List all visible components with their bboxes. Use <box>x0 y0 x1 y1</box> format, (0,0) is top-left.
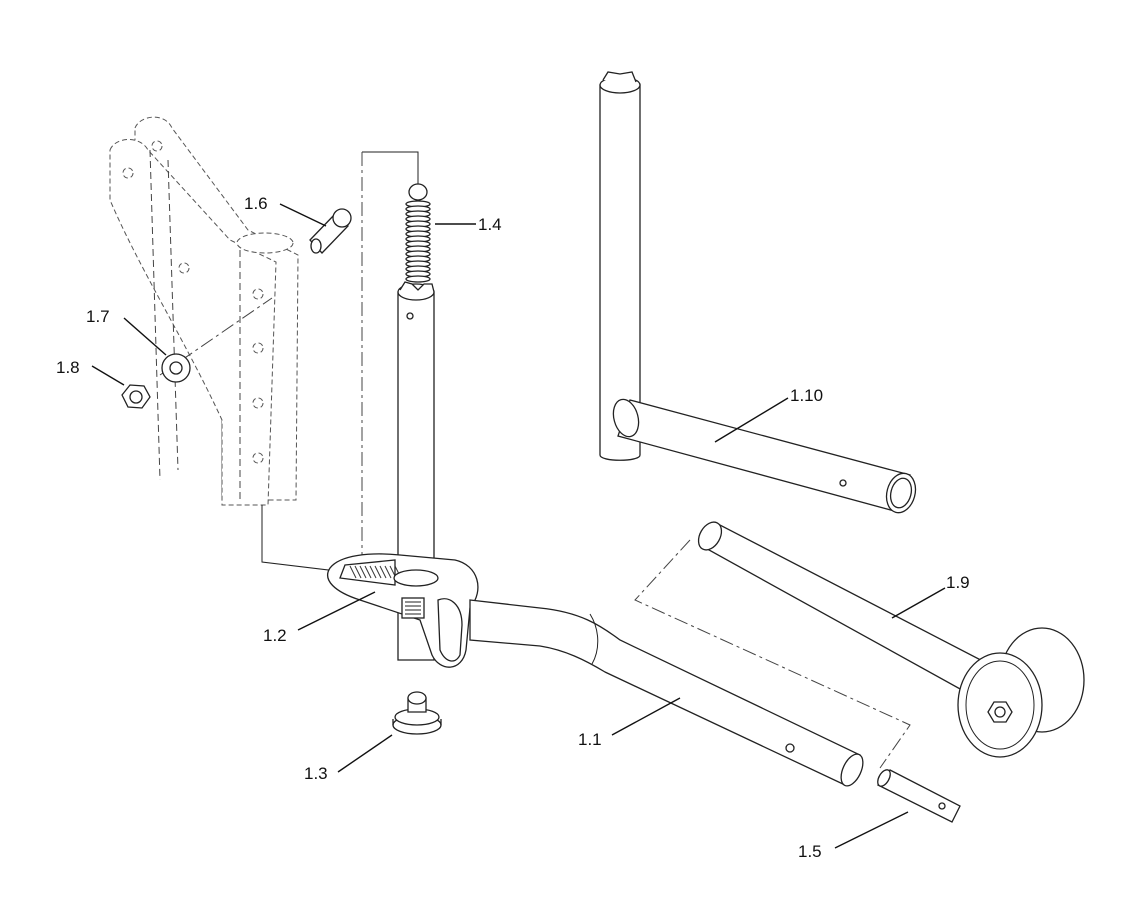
bolt-part <box>309 208 352 254</box>
axis-line-bolt <box>159 297 273 376</box>
callout-1-7: 1.7 <box>86 307 110 326</box>
washer-part <box>161 353 191 383</box>
callout-1-1: 1.1 <box>578 730 602 749</box>
callout-1-4: 1.4 <box>478 215 502 234</box>
glide-foot-part <box>392 691 442 735</box>
callout-1-3: 1.3 <box>304 764 328 783</box>
spring-part <box>405 183 431 283</box>
alignment-line-spring <box>362 151 419 188</box>
callout-1-5: 1.5 <box>798 842 822 861</box>
callout-1-9: 1.9 <box>946 573 970 592</box>
locking-pin-part <box>876 769 961 823</box>
leader-lines <box>91 203 946 849</box>
arm-tube-part <box>469 599 864 787</box>
callout-1-10: 1.10 <box>790 386 823 405</box>
callout-1-6: 1.6 <box>244 194 268 213</box>
nut-part <box>121 384 151 409</box>
wheel-assembly-part <box>634 521 1085 769</box>
callout-1-2: 1.2 <box>263 626 287 645</box>
mounting-bracket-outline <box>109 116 299 506</box>
l-tube-part <box>599 71 917 514</box>
callout-1-8: 1.8 <box>56 358 80 377</box>
